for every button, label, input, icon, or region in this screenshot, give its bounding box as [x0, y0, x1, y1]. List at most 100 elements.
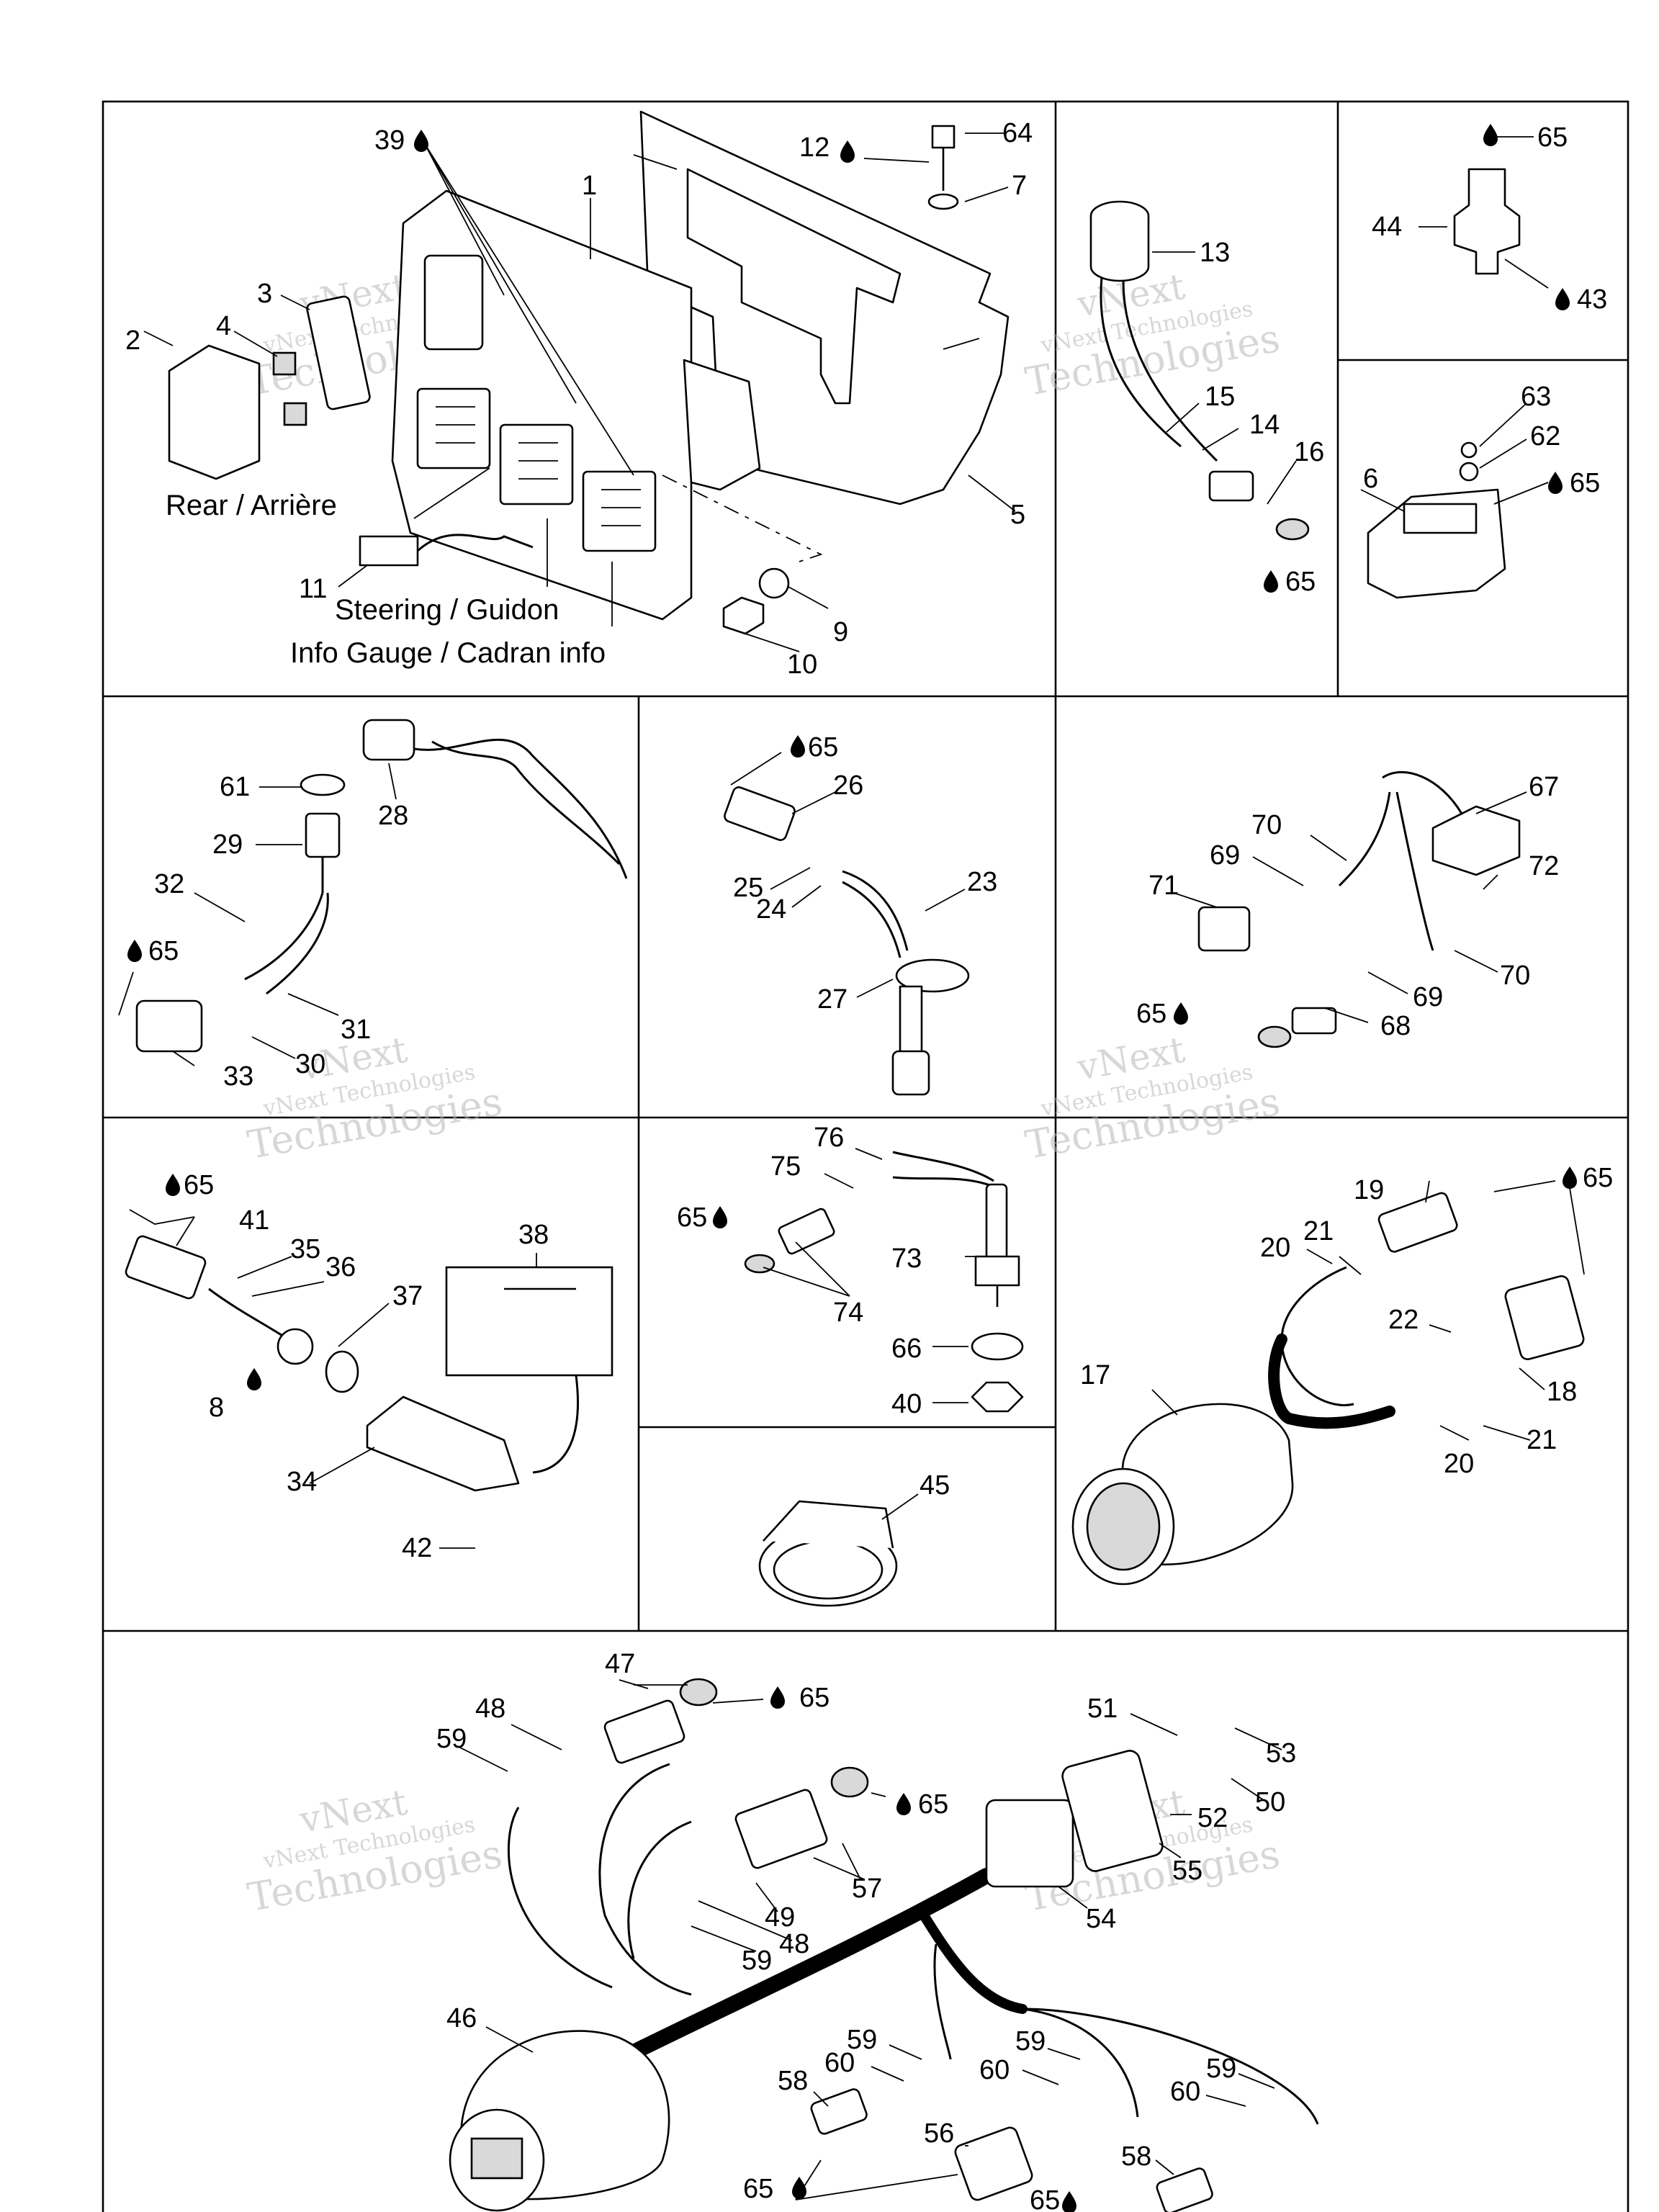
label-65-solenoid: 65: [1570, 468, 1600, 498]
label-65-sensor13: 65: [1285, 567, 1316, 597]
label-22: 22: [1388, 1305, 1419, 1335]
label-41: 41: [239, 1205, 269, 1236]
label-31: 31: [341, 1015, 371, 1045]
label-62: 62: [1530, 421, 1560, 451]
bolt: [931, 125, 956, 149]
connector-47: [603, 1699, 685, 1764]
label-52: 52: [1197, 1803, 1228, 1833]
caption-rear: Rear / Arrière: [166, 490, 337, 521]
label-67: 67: [1529, 772, 1559, 802]
label-8: 8: [209, 1393, 224, 1423]
label-75: 75: [770, 1151, 801, 1182]
label-27: 27: [817, 984, 848, 1015]
label-5: 5: [1010, 500, 1025, 530]
label-15: 15: [1205, 382, 1235, 412]
label-70-top: 70: [1251, 810, 1282, 840]
label-56: 56: [924, 2118, 954, 2149]
label-65-lanyard: 65: [148, 936, 179, 966]
temp-sensor: [1453, 168, 1521, 275]
label-71: 71: [1148, 871, 1179, 901]
label-19: 19: [1354, 1175, 1384, 1205]
label-36: 36: [325, 1252, 356, 1282]
label-48-a: 48: [475, 1694, 505, 1724]
panel-sensor-13: 13 15 14 16 65: [1089, 200, 1324, 597]
panel-fuel-sensor: 65 26 25 24 23 27: [724, 732, 997, 1096]
label-55: 55: [1172, 1856, 1202, 1886]
label-38: 38: [518, 1220, 549, 1250]
label-53: 53: [1266, 1738, 1296, 1768]
label-39: 39: [374, 125, 405, 156]
watermarks: vNext vNext Technologies Technologies vN…: [244, 266, 1283, 1920]
label-63: 63: [1521, 382, 1551, 412]
lanyard-cap: [362, 719, 415, 761]
fuse-holder: [168, 344, 261, 480]
label-2: 2: [125, 325, 140, 356]
label-65-47: 65: [799, 1683, 830, 1713]
panel-sensor-67: 67 70 69 71 72 70 69 68 65: [1136, 770, 1559, 1048]
label-59-d: 59: [1015, 2026, 1046, 2056]
label-50: 50: [1255, 1787, 1285, 1817]
label-30: 30: [295, 1049, 325, 1079]
label-17: 17: [1080, 1360, 1110, 1390]
label-65-sensor67: 65: [1136, 999, 1166, 1029]
panel-lanyard: 61 29 28 32 65 31 30 33: [118, 719, 628, 1092]
label-34: 34: [287, 1467, 317, 1497]
label-51: 51: [1087, 1694, 1118, 1724]
label-65-throttle: 65: [184, 1170, 214, 1200]
label-13: 13: [1200, 238, 1230, 268]
label-65-57: 65: [918, 1789, 948, 1820]
label-25: 25: [733, 873, 763, 903]
label-65-56: 65: [743, 2174, 773, 2204]
label-42: 42: [402, 1533, 432, 1563]
caption-steering: Steering / Guidon: [335, 594, 559, 626]
label-40: 40: [891, 1389, 922, 1419]
label-10: 10: [787, 649, 817, 680]
label-48-b: 48: [779, 1929, 809, 1959]
label-21-bottom: 21: [1527, 1425, 1557, 1455]
label-20-top: 20: [1260, 1233, 1290, 1263]
label-74: 74: [833, 1298, 863, 1328]
label-1: 1: [582, 171, 597, 201]
lanyard-switch: [305, 812, 341, 858]
caption-info-gauge: Info Gauge / Cadran info: [290, 637, 606, 669]
connector-56: [954, 2126, 1033, 2201]
label-58-b: 58: [1121, 2141, 1151, 2172]
panel-throttle-sensor: 65 41 35 36 37 38 8 34 42: [125, 1170, 613, 1563]
panel-ring-45: 45: [758, 1470, 950, 1607]
temp-probe: [985, 1183, 1008, 1265]
label-4: 4: [216, 311, 231, 341]
label-73: 73: [891, 1244, 922, 1274]
label-65-fuel: 65: [808, 732, 838, 763]
connector-26: [724, 786, 796, 841]
label-23: 23: [967, 867, 997, 897]
panel-solenoid-6: 6 63 62 65: [1360, 382, 1600, 599]
label-9: 9: [833, 617, 848, 647]
label-72: 72: [1529, 851, 1559, 881]
label-65-sensor73: 65: [677, 1202, 707, 1233]
label-68: 68: [1380, 1011, 1411, 1041]
label-76: 76: [814, 1123, 844, 1153]
label-32: 32: [154, 869, 184, 899]
connector-41: [125, 1235, 207, 1300]
panel-ecu: 39 1 2 3 4 5 9 10 11 12 7 64 Rear / Arri…: [125, 110, 1033, 680]
washer: [758, 567, 790, 599]
label-49: 49: [765, 1902, 795, 1933]
label-69-top: 69: [1210, 840, 1240, 871]
label-14: 14: [1249, 410, 1280, 440]
label-11: 11: [299, 574, 327, 604]
panel-gauge-17: 17 19 21 20 22 18 21 20 65: [1071, 1163, 1613, 1586]
label-54: 54: [1086, 1904, 1116, 1934]
label-60-c: 60: [1170, 2077, 1200, 2107]
label-59-e: 59: [1206, 2054, 1236, 2084]
panel-sensor-44: 65 44 43: [1372, 122, 1607, 315]
label-59-b: 59: [742, 1946, 772, 1976]
label-66: 66: [891, 1334, 922, 1364]
label-16: 16: [1294, 437, 1324, 467]
connector-19: [1377, 1192, 1458, 1253]
throttle-sensor: [366, 1395, 520, 1492]
label-7: 7: [1012, 171, 1027, 201]
label-65-58: 65: [1030, 2185, 1060, 2212]
label-45: 45: [920, 1470, 950, 1501]
label-57: 57: [852, 1874, 882, 1904]
label-18: 18: [1547, 1377, 1577, 1407]
